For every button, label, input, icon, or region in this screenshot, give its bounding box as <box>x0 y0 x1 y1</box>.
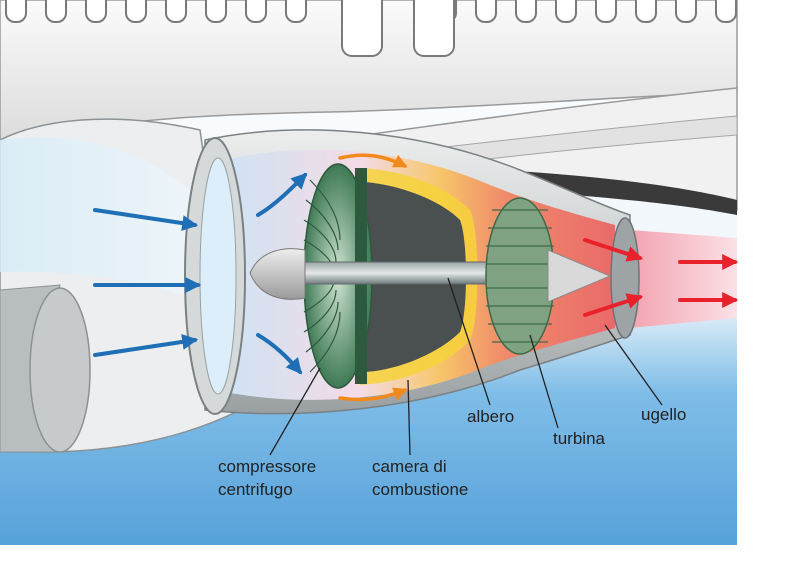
label-combustion-line1: camera di <box>372 457 447 476</box>
label-turbine: turbina <box>553 429 606 448</box>
intake-arrows <box>93 172 308 375</box>
exhaust-plume <box>630 230 737 328</box>
leader-nozzle <box>604 324 663 406</box>
exhaust-arrow-icon <box>583 293 644 317</box>
exhaust-arrow-icon <box>583 238 644 262</box>
flow-arrow-icon <box>256 172 308 217</box>
flow-arrow-icon <box>338 387 408 402</box>
door <box>341 0 455 57</box>
label-shaft: albero <box>467 407 514 426</box>
leader-compressor <box>269 367 321 456</box>
leader-lines <box>269 277 663 456</box>
label-nozzle: ugello <box>641 405 686 424</box>
combustion-flow-arrows <box>338 153 408 402</box>
flow-arrow-icon <box>256 333 303 375</box>
nozzle-ring <box>610 217 640 339</box>
label-compressor-line2: centrifugo <box>218 480 293 499</box>
leader-shaft <box>447 277 491 406</box>
intake-arrow-icon <box>93 333 199 357</box>
wing <box>328 87 738 215</box>
label-combustion-line2: combustione <box>372 480 468 499</box>
turbine <box>485 197 612 355</box>
flow-arrow-icon <box>338 153 408 168</box>
nose-cone <box>249 248 306 300</box>
leader-combustion <box>407 379 411 456</box>
window-row <box>5 0 737 23</box>
leader-turbine <box>529 334 559 429</box>
shaft <box>299 261 516 285</box>
exhaust-arrows <box>583 238 739 317</box>
intake-arrow-icon <box>93 208 199 232</box>
label-compressor-line1: compressore <box>218 457 316 476</box>
